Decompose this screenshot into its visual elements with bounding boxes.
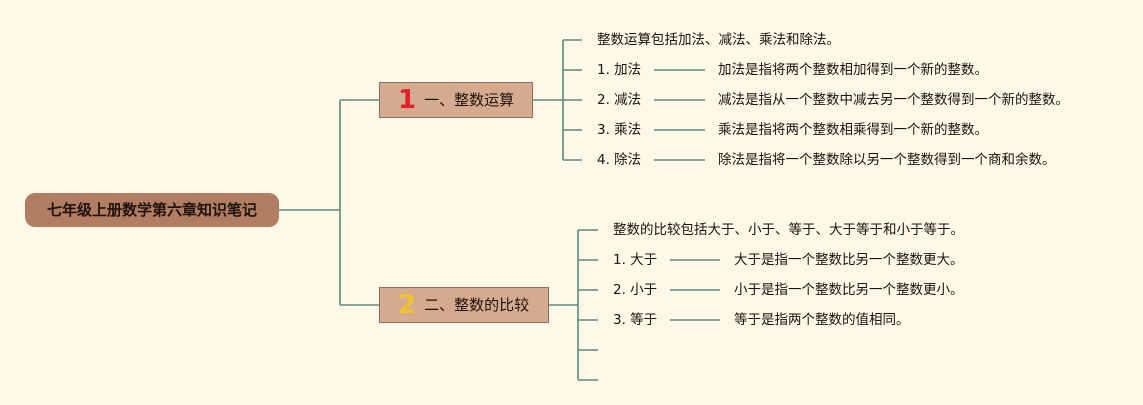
branch-1-definition-3[interactable]: 乘法是指将两个整数相乘得到一个新的整数。 [718,122,988,138]
branch-2-term-3[interactable]: 3. 等于 [613,312,658,328]
branch-1-term-3[interactable]: 3. 乘法 [597,122,642,138]
branch-node-integer-operations[interactable]: 1 一、整数运算 [379,82,533,118]
branch-1-definition-4[interactable]: 除法是指将一个整数除以另一个整数得到一个商和余数。 [718,152,1056,168]
branch-2-term-1[interactable]: 1. 大于 [613,252,658,268]
branch-number-badge: 2 [398,290,417,320]
branch-1-definition-1[interactable]: 加法是指将两个整数相加得到一个新的整数。 [718,62,988,78]
branch-number-badge: 1 [398,85,417,115]
branch-1-term-4[interactable]: 4. 除法 [597,152,642,168]
branch-2-definition-2[interactable]: 小于是指一个整数比另一个整数更小。 [734,282,964,298]
branch-title: 二、整数的比较 [424,296,530,314]
branch-1-intro[interactable]: 整数运算包括加法、减法、乘法和除法。 [597,32,840,48]
branch-1-definition-2[interactable]: 减法是指从一个整数中减去另一个整数得到一个新的整数。 [718,92,1069,108]
root-node[interactable]: 七年级上册数学第六章知识笔记 [25,193,279,227]
branch-node-integer-comparison[interactable]: 2 二、整数的比较 [379,287,549,323]
branch-2-definition-1[interactable]: 大于是指一个整数比另一个整数更大。 [734,252,964,268]
branch-2-intro[interactable]: 整数的比较包括大于、小于、等于、大于等于和小于等于。 [613,222,964,238]
branch-2-term-2[interactable]: 2. 小于 [613,282,658,298]
branch-1-term-2[interactable]: 2. 减法 [597,92,642,108]
branch-title: 一、整数运算 [424,91,515,109]
branch-1-term-1[interactable]: 1. 加法 [597,62,642,78]
branch-2-definition-3[interactable]: 等于是指两个整数的值相同。 [734,312,910,328]
